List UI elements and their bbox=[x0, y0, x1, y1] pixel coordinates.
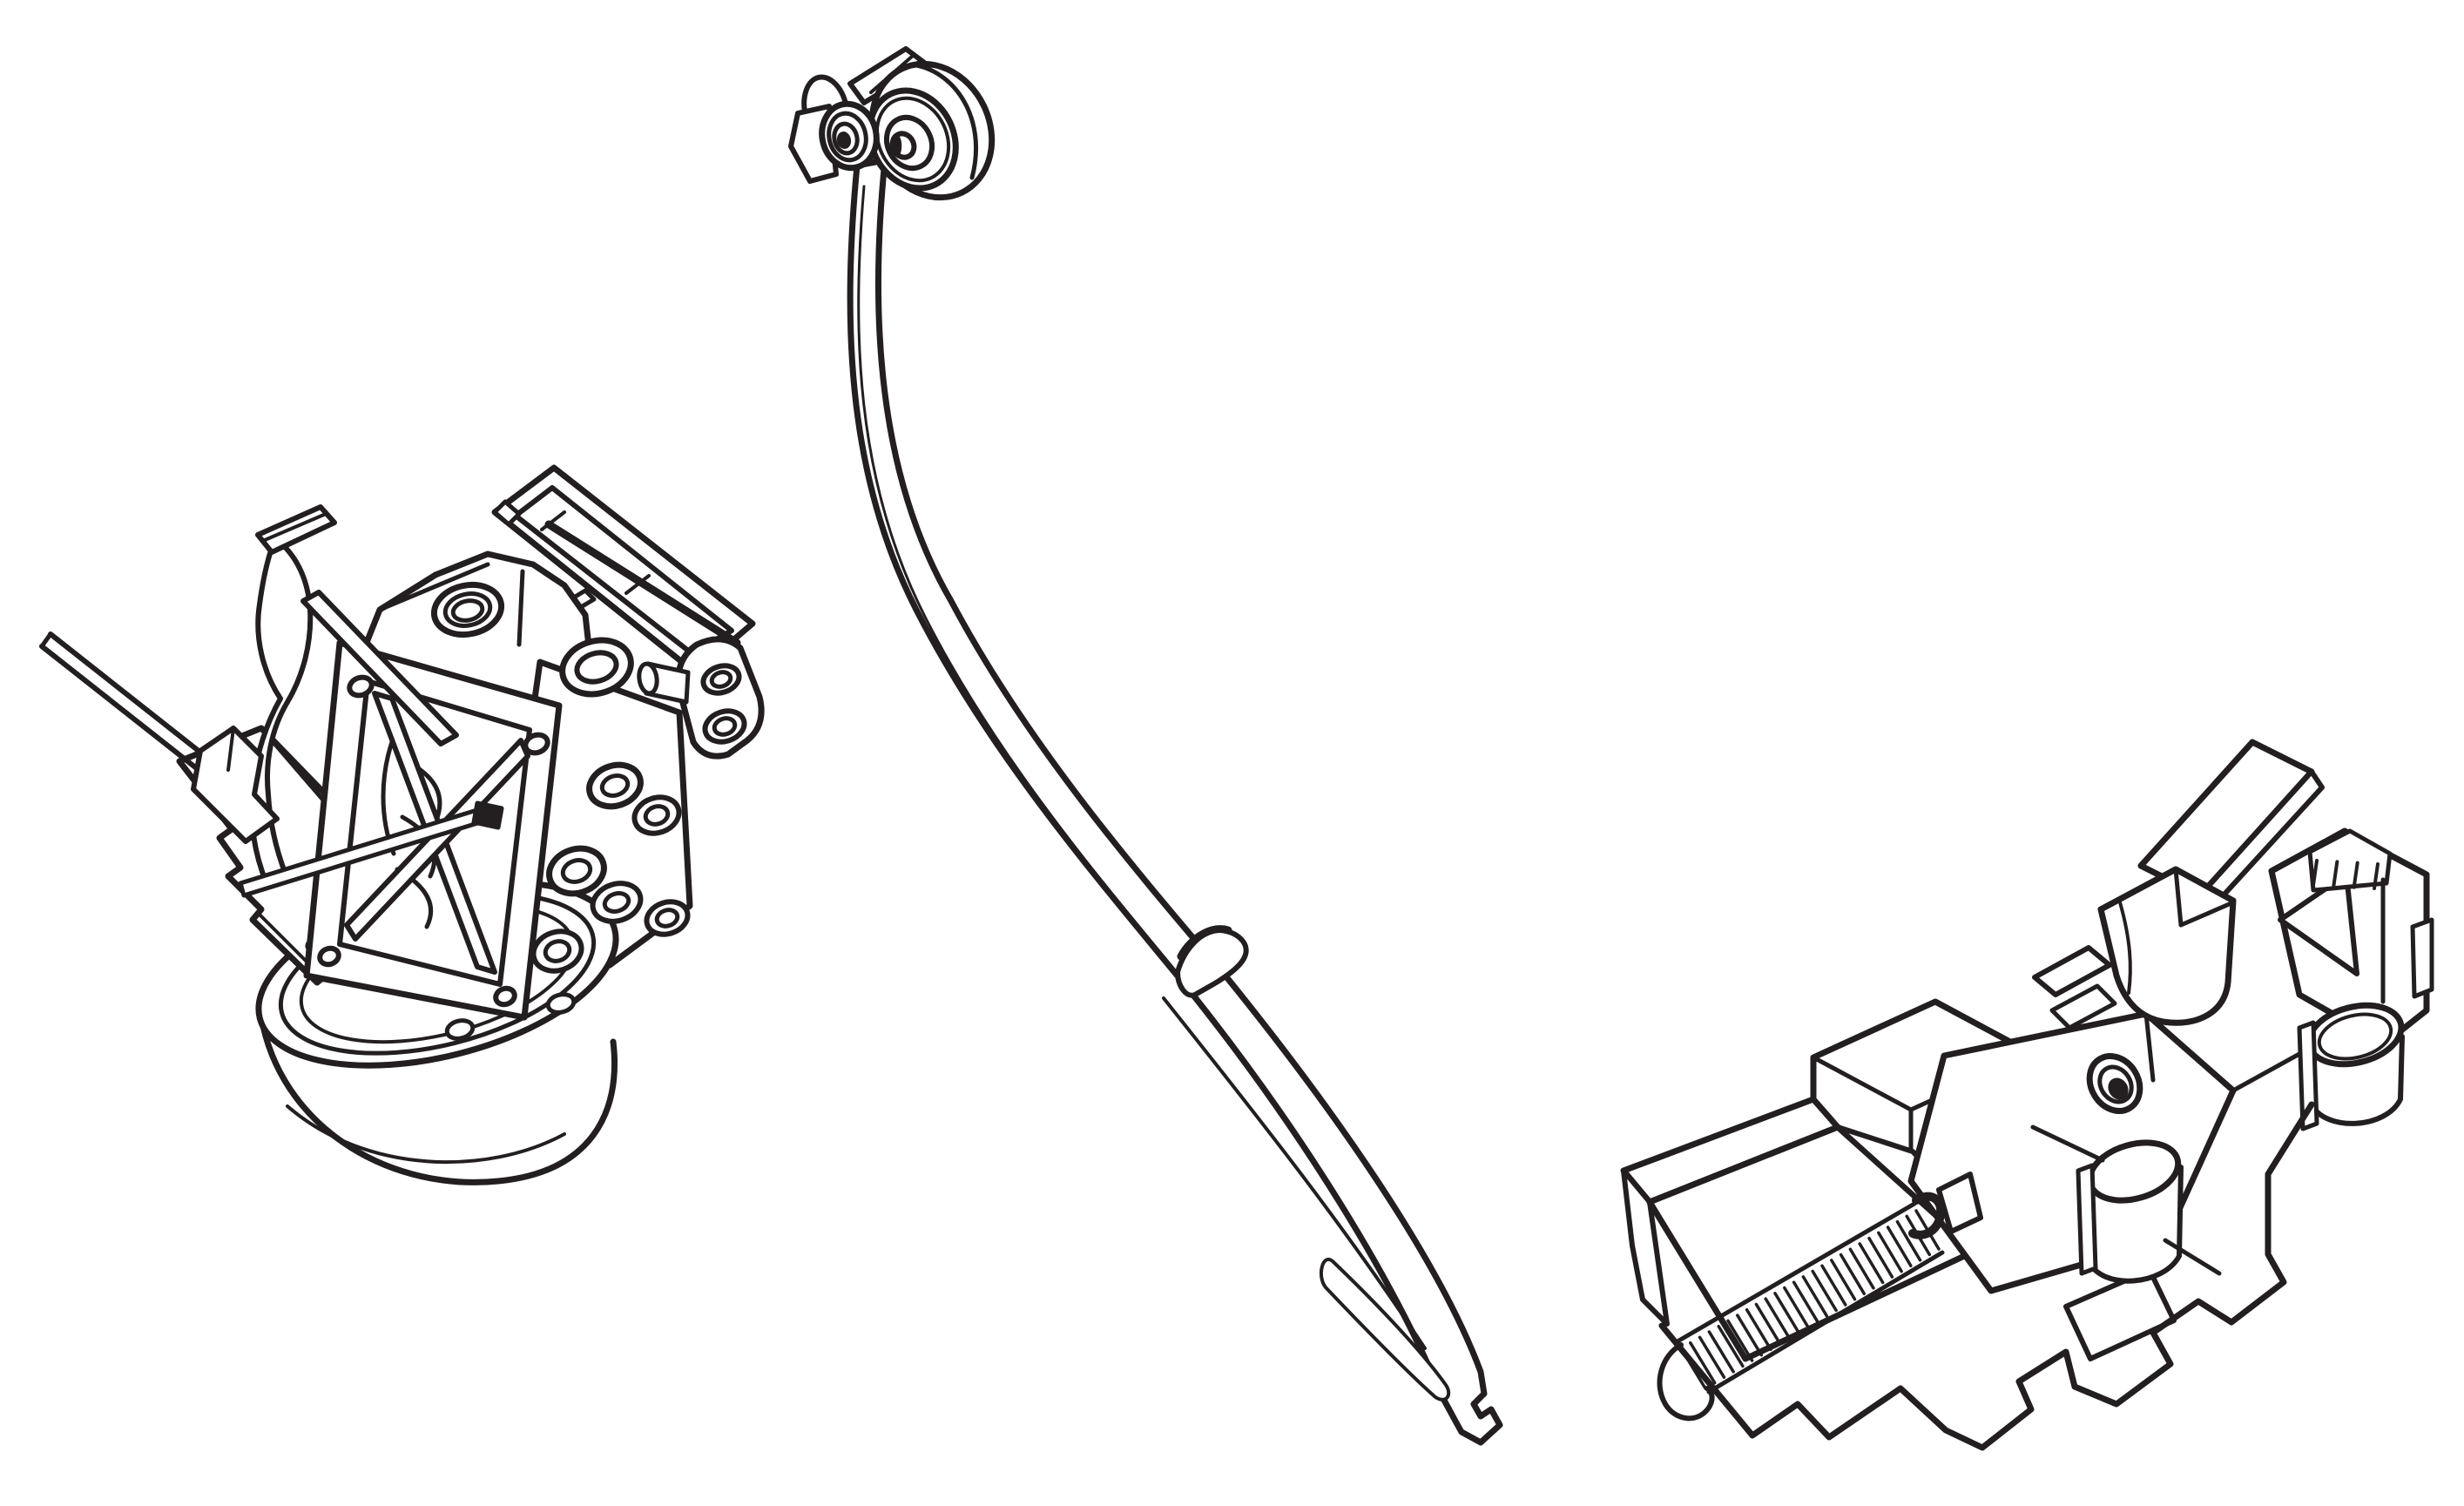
valve-manifold-assembly-figure bbox=[39, 464, 765, 1185]
spring-latch-assembly-figure bbox=[1620, 739, 2434, 1451]
curved-guide-arm-figure bbox=[788, 46, 1503, 1446]
